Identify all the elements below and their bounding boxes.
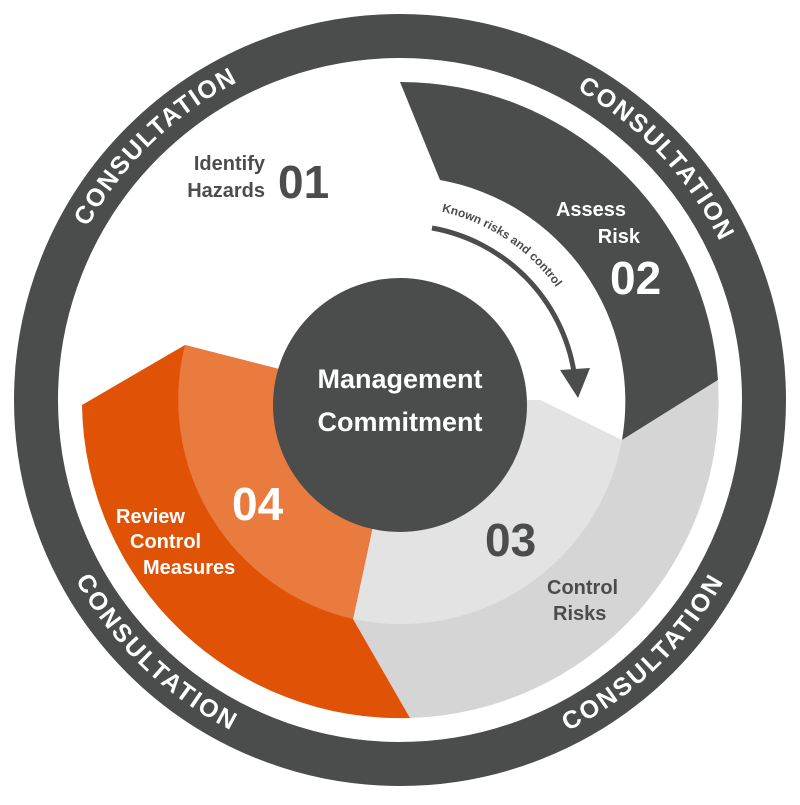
management-commitment-circle [273, 278, 527, 532]
step-02-label-line2: Risk [598, 226, 641, 248]
consultation-label-top-left: CONSULTATION [68, 61, 241, 230]
step-01-label-line2: Hazards [187, 180, 265, 202]
step-03-label-line2: Risks [553, 603, 606, 625]
step-01-label-line1: Identify [194, 153, 266, 175]
step-02-number: 02 [610, 252, 661, 304]
step-04-label-line2: Control [130, 531, 201, 553]
step-04-label-line3: Measures [143, 557, 235, 579]
step-04-label-line1: Review [116, 506, 185, 528]
known-risks-arrow [431, 225, 577, 373]
arrow-head-icon [560, 368, 590, 398]
step-02-label-line1: Assess [556, 199, 626, 221]
step-03-number: 03 [485, 514, 536, 566]
step-03-label-line1: Control [547, 577, 618, 599]
step-04-number: 04 [232, 478, 284, 530]
center-line2: Commitment [317, 407, 482, 437]
center-line1: Management [317, 364, 482, 394]
consultation-ring [14, 14, 786, 786]
step-01-number: 01 [278, 156, 329, 208]
segment-assess-risk [400, 81, 718, 440]
